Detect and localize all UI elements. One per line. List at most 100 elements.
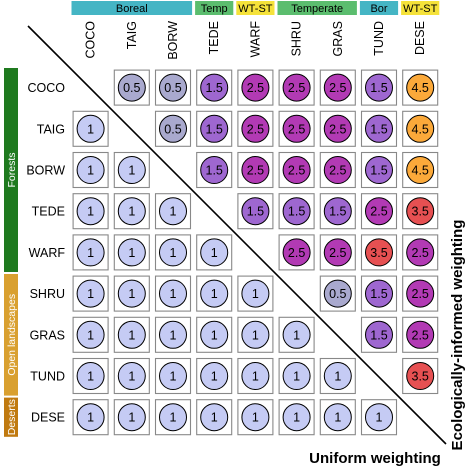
value-label: 1 (170, 328, 177, 342)
value-label: 1 (252, 411, 259, 425)
value-label: 1 (87, 205, 94, 219)
column-label: SHRU (290, 21, 304, 56)
value-circle (365, 238, 393, 267)
value-label: 1 (87, 370, 94, 384)
value-circle (241, 73, 270, 102)
value-circle (76, 114, 105, 143)
value-label: 1 (87, 164, 94, 178)
value-label: 1 (293, 370, 300, 384)
value-label: 1.5 (288, 205, 305, 219)
value-label: 1 (87, 287, 94, 301)
column-label: WARF (248, 21, 262, 58)
value-label: 2.5 (247, 122, 264, 136)
value-circle (200, 156, 229, 184)
value-circle (323, 73, 352, 102)
value-label: 4.5 (412, 164, 429, 178)
value-label: 1 (211, 246, 218, 260)
value-label: 1 (87, 246, 94, 260)
value-circle (365, 279, 393, 308)
lower-triangle-label: Uniform weighting (309, 450, 441, 467)
value-label: 1.5 (370, 328, 387, 342)
column-label: COCO (84, 21, 98, 59)
column-label: TEDE (207, 21, 221, 54)
row-group-label: Forests (6, 152, 18, 187)
row-label: BORW (26, 164, 65, 178)
column-group-bar (277, 1, 357, 15)
value-circle (241, 114, 270, 143)
value-circle (365, 197, 393, 226)
value-label: 1 (128, 411, 135, 425)
row-label: WARF (29, 246, 66, 260)
value-label: 3.5 (370, 246, 387, 260)
row-label: GRAS (30, 328, 65, 342)
value-circle (159, 197, 187, 226)
value-circle (241, 156, 270, 184)
value-label: 1 (211, 370, 218, 384)
value-circle (282, 156, 311, 184)
column-group-label: Temperate (291, 3, 343, 15)
value-circle (76, 279, 105, 308)
value-circle (323, 114, 352, 143)
upper-triangle-label: Ecologically-informed weighting (449, 220, 466, 451)
value-label: 1 (170, 411, 177, 425)
value-circle (117, 156, 146, 184)
value-circle (282, 114, 311, 143)
value-circle (406, 238, 435, 267)
diagonal-divider (27, 25, 447, 445)
value-circle (159, 320, 187, 349)
value-label: 1 (211, 287, 218, 301)
value-circle (159, 73, 187, 102)
row-label: TUND (30, 370, 65, 384)
value-circle (200, 279, 229, 308)
value-circle (76, 403, 105, 432)
value-circle (323, 362, 352, 390)
value-circle (159, 238, 187, 267)
value-circle (200, 114, 229, 143)
value-label: 1 (252, 370, 259, 384)
value-label: 2.5 (412, 328, 429, 342)
value-label: 2.5 (329, 164, 346, 178)
value-label: 4.5 (412, 81, 429, 95)
value-label: 1.5 (370, 287, 387, 301)
value-circle (200, 320, 229, 349)
column-label: TUND (372, 21, 386, 56)
value-label: 1 (87, 122, 94, 136)
value-label: 0.5 (164, 81, 181, 95)
column-group-label: Temp (201, 3, 228, 15)
value-label: 1 (170, 370, 177, 384)
row-label: TEDE (32, 205, 65, 219)
value-label: 0.5 (164, 122, 181, 136)
value-circle (76, 197, 105, 226)
value-circle (159, 362, 187, 390)
value-circle (200, 73, 229, 102)
row-group-label: Open landscapes (6, 294, 18, 376)
value-label: 2.5 (412, 287, 429, 301)
value-label: 1 (211, 411, 218, 425)
value-circle (241, 362, 270, 390)
column-group-label: WT-ST (403, 3, 437, 15)
row-label: SHRU (30, 287, 65, 301)
value-circle (76, 320, 105, 349)
value-circle (200, 403, 229, 432)
value-label: 2.5 (288, 81, 305, 95)
value-label: 1 (211, 328, 218, 342)
value-circle (323, 238, 352, 267)
value-circle (200, 238, 229, 267)
value-circle (159, 403, 187, 432)
value-label: 1 (293, 411, 300, 425)
value-circle (282, 238, 311, 267)
value-label: 1 (293, 328, 300, 342)
value-label: 1.5 (247, 205, 264, 219)
value-label: 1 (376, 411, 383, 425)
value-circle (365, 114, 393, 143)
value-circle (282, 73, 311, 102)
row-group-bar (4, 274, 18, 396)
value-circle (282, 197, 311, 226)
value-label: 2.5 (329, 246, 346, 260)
value-label: 1.5 (206, 164, 223, 178)
value-label: 1.5 (370, 81, 387, 95)
value-label: 1.5 (370, 164, 387, 178)
row-label: DESE (31, 411, 65, 425)
